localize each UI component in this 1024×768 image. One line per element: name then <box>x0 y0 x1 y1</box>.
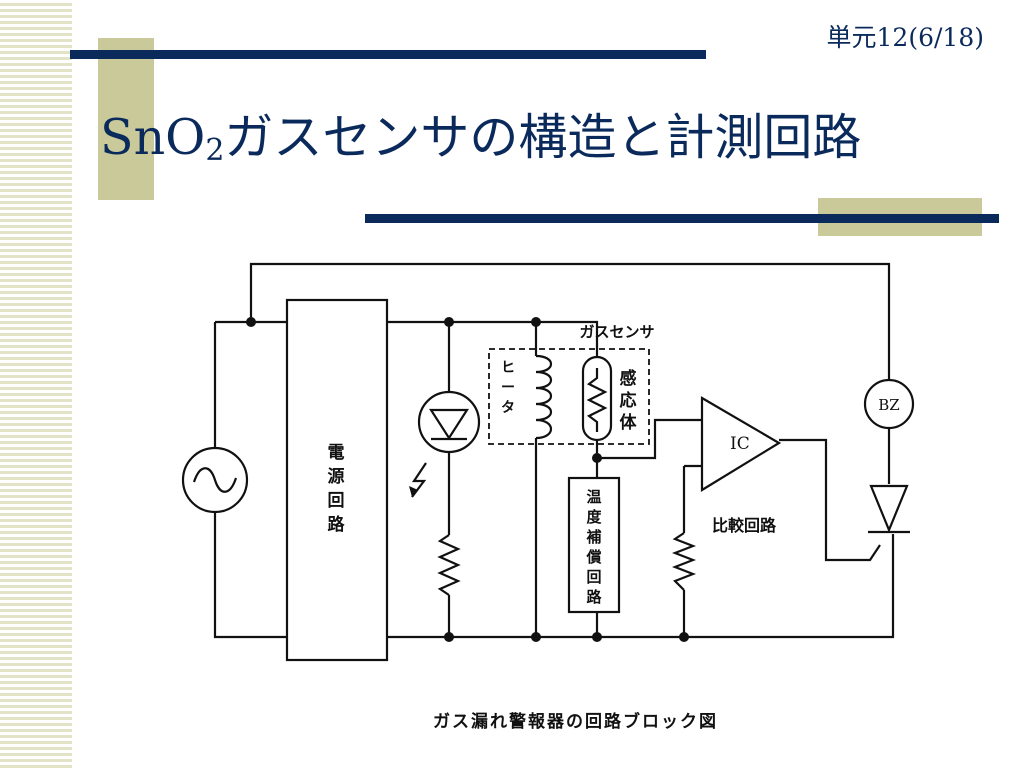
svg-text:源: 源 <box>328 466 345 487</box>
sensing-element-icon <box>581 355 613 442</box>
svg-text:タ: タ <box>501 400 515 416</box>
lightning-icon <box>409 462 427 498</box>
svg-text:感: 感 <box>620 368 637 389</box>
svg-text:回: 回 <box>586 568 601 586</box>
wires <box>213 262 895 639</box>
ac-source-icon <box>181 446 249 514</box>
svg-text:路: 路 <box>328 514 346 535</box>
svg-text:体: 体 <box>620 412 638 433</box>
thyristor-icon <box>868 484 910 534</box>
power-block-label: 電 源 回 路 <box>328 443 346 535</box>
temp-compensation-label: 温 度 補 償 回 路 <box>585 488 602 606</box>
svg-text:補: 補 <box>585 528 601 546</box>
svg-text:路: 路 <box>586 588 602 606</box>
svg-text:温: 温 <box>586 488 601 506</box>
power-supply-block <box>285 298 389 662</box>
gas-sensor-label: ガスセンサ <box>579 323 654 341</box>
title-prefix: SnO <box>100 109 206 166</box>
sensing-label: 感 応 体 <box>620 368 638 433</box>
title-subscript: 2 <box>205 133 225 168</box>
svg-text:度: 度 <box>586 508 602 526</box>
svg-text:電: 電 <box>328 443 345 463</box>
comparator-ic-icon <box>700 396 782 492</box>
svg-text:ヒ: ヒ <box>501 360 515 376</box>
svg-text:応: 応 <box>620 390 637 411</box>
comparator-label: 比較回路 <box>712 516 777 535</box>
svg-text:ー: ー <box>501 380 515 396</box>
gas-sensor-enclosure <box>488 348 650 445</box>
title-suffix: ガスセンサの構造と計測回路 <box>224 109 862 166</box>
buzzer-icon <box>863 378 915 430</box>
ic-label: IC <box>730 434 750 454</box>
page-number: 単元12(6/18) <box>826 23 984 52</box>
slide-title: SnO2ガスセンサの構造と計測回路 <box>100 98 861 169</box>
indicator-lamp-icon <box>417 390 481 454</box>
diagram-caption: ガス漏れ警報器の回路ブロック図 <box>433 712 718 732</box>
buzzer-label: BZ <box>878 396 899 414</box>
temp-compensation-block <box>567 476 621 614</box>
heater-label: ヒ ー タ <box>501 360 515 416</box>
decor-navy-line-top <box>70 50 706 59</box>
svg-text:償: 償 <box>585 548 602 566</box>
resistor-icon-comparator <box>671 532 697 591</box>
decor-navy-line-bottom <box>365 214 999 223</box>
resistor-icon-left <box>437 534 461 596</box>
svg-text:回: 回 <box>328 491 345 511</box>
decor-olive-vertical <box>98 38 154 200</box>
decorative-stripes <box>0 0 72 768</box>
junction-dots <box>246 317 689 642</box>
heater-coil-icon <box>535 354 553 440</box>
